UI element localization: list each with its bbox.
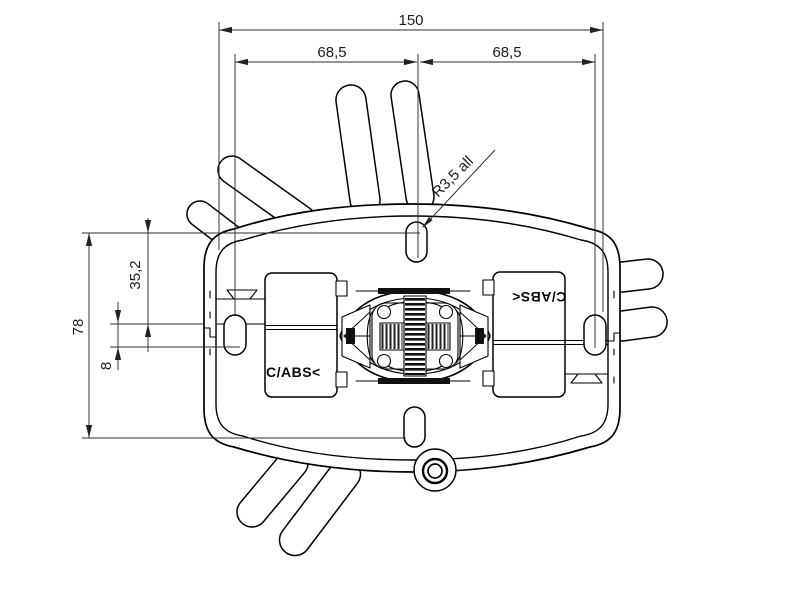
dim-text-68-5-right: 68,5	[492, 44, 521, 61]
latch-block-right	[475, 328, 484, 344]
dimension-overall-height: 78	[70, 232, 420, 439]
mechanism-band-extensions	[355, 290, 471, 382]
dovetail-notch-right	[570, 373, 603, 384]
dim-text-8: 8	[98, 362, 115, 370]
dim-text-150: 150	[398, 12, 423, 29]
dim-text-68-5-left: 68,5	[317, 44, 346, 61]
dimension-left-slot-spacing: 68,5	[234, 44, 419, 316]
bracket-right	[455, 309, 464, 364]
dimension-right-slot-spacing: 68,5	[420, 44, 596, 348]
mechanism-band-bottom	[378, 378, 450, 384]
material-marking-right-mirrored: C/ABS<	[512, 289, 567, 305]
dimension-parting-line-offset: 8	[98, 302, 240, 370]
edge-tick-marks	[209, 290, 615, 384]
wedge-plate-left	[341, 304, 371, 369]
mounting-slots	[223, 221, 607, 448]
right-block	[492, 271, 566, 398]
spring-right	[425, 322, 451, 351]
pivot-pin-bottom-right	[438, 353, 454, 369]
slot-top	[405, 221, 428, 263]
cable-stub-top-mid-left	[335, 84, 381, 216]
edge-step-left	[203, 327, 217, 338]
cable-stub-top-mid-right	[390, 80, 435, 212]
dim-text-35-2: 35,2	[127, 260, 144, 289]
wedge-plate-right	[459, 304, 489, 369]
drain-boss	[413, 448, 457, 492]
tensioner-mechanism	[339, 288, 491, 384]
drain-boss-inner	[427, 463, 443, 479]
latch-block-left	[346, 328, 355, 344]
dimension-top-to-parting-line: 35,2	[127, 218, 152, 352]
right-block-tab-top	[482, 279, 495, 296]
housing-inner-outline	[215, 215, 609, 461]
pivot-pin-top-right	[438, 304, 454, 320]
dovetail-notch-left	[226, 289, 258, 300]
left-block-tab-bottom	[335, 371, 348, 388]
pivot-pin-top-left	[376, 304, 392, 320]
slot-bottom	[403, 406, 426, 448]
right-block-tab-bottom	[482, 370, 495, 387]
slot-left	[223, 314, 247, 356]
left-block-tab-top	[335, 280, 348, 297]
spring-left	[379, 322, 405, 351]
edge-step-right	[607, 332, 621, 342]
left-block	[264, 272, 338, 398]
terminal-blocks: C/ABS< C/ABS<	[264, 271, 609, 398]
material-marking-left: C/ABS<	[266, 364, 321, 380]
bracket-left	[366, 309, 375, 364]
dimension-overall-width: 150	[218, 12, 604, 312]
dim-text-78: 78	[70, 319, 87, 336]
mechanism-band-top	[378, 288, 450, 294]
pivot-pin-bottom-left	[376, 353, 392, 369]
